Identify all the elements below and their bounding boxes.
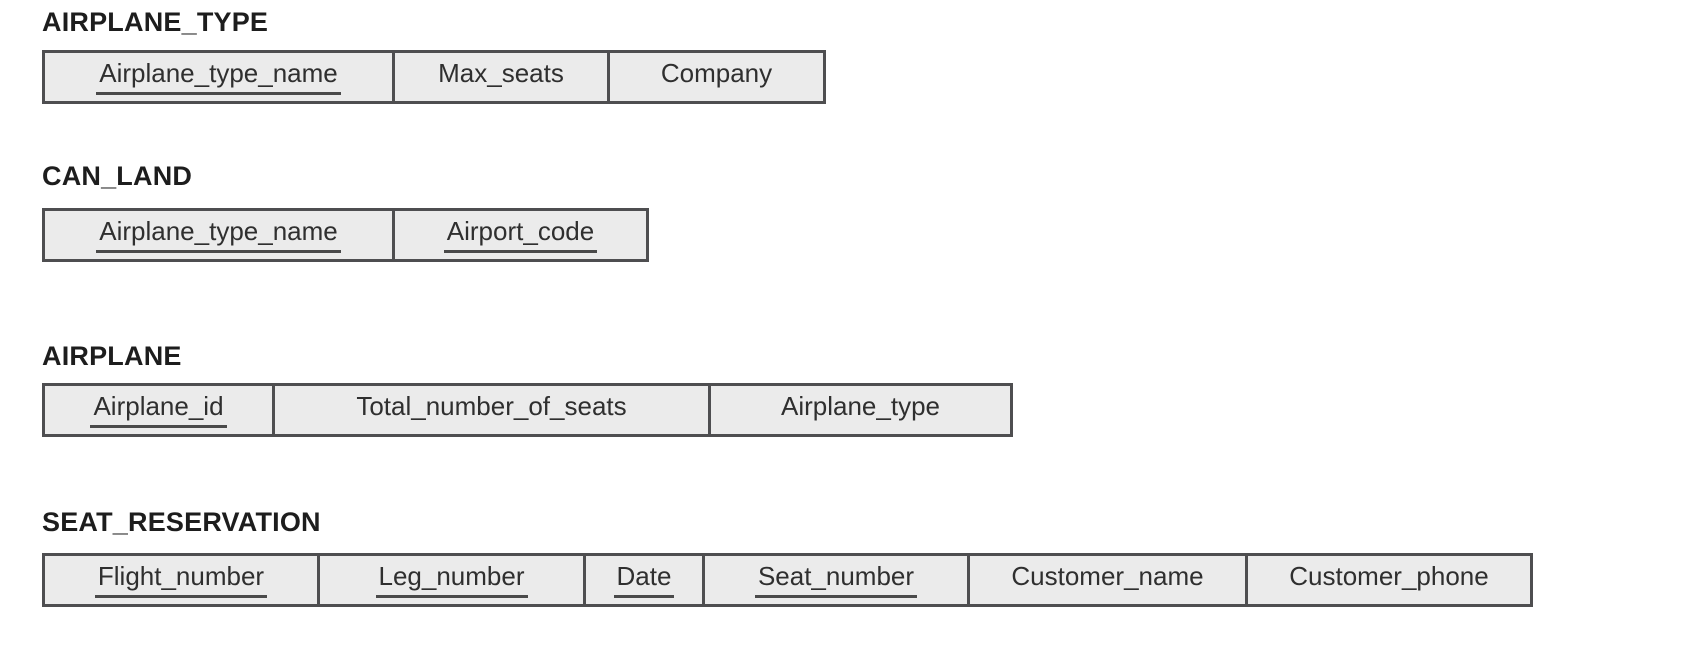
- column-label: Customer_name: [1011, 561, 1204, 591]
- column-label: Customer_phone: [1289, 561, 1489, 591]
- column-cell-customer-phone: Customer_phone: [1248, 556, 1530, 604]
- table-row-airplane-type: Airplane_type_name Max_seats Company: [42, 50, 826, 104]
- column-label: Total_number_of_seats: [356, 391, 627, 421]
- table-row-airplane: Airplane_id Total_number_of_seats Airplane…: [42, 383, 1013, 437]
- table-block-seat-reservation: SEAT_RESERVATION Flight_number Leg_number D…: [42, 506, 1533, 607]
- table-title-airplane-type: AIRPLANE_TYPE: [42, 7, 269, 37]
- column-label: Company: [660, 58, 773, 88]
- table-row-can-land: Airplane_type_name Airport_code: [42, 208, 649, 262]
- column-cell-airplane-id: Airplane_id: [45, 386, 275, 434]
- column-cell-date: Date: [586, 556, 705, 604]
- table-block-can-land: CAN_LAND Airplane_type_name Airport_code: [42, 160, 649, 262]
- column-cell-leg-number: Leg_number: [320, 556, 586, 604]
- column-label: Flight_number: [94, 562, 268, 598]
- table-block-airplane-type: AIRPLANE_TYPE Airplane_type_name Max_seats…: [42, 6, 826, 104]
- column-label: Leg_number: [375, 562, 528, 598]
- column-cell-flight-number: Flight_number: [45, 556, 320, 604]
- column-label: Airplane_type_name: [96, 217, 341, 253]
- table-title-seat-reservation: SEAT_RESERVATION: [42, 507, 321, 537]
- column-cell-airplane-type: Airplane_type: [711, 386, 1010, 434]
- table-title-airplane: AIRPLANE: [42, 341, 182, 371]
- column-cell-seat-number: Seat_number: [705, 556, 970, 604]
- column-label: Seat_number: [754, 562, 918, 598]
- column-label: Airport_code: [443, 217, 598, 253]
- column-cell-company: Company: [610, 53, 823, 101]
- column-cell-total-number-of-seats: Total_number_of_seats: [275, 386, 711, 434]
- column-label: Max_seats: [438, 58, 564, 88]
- table-row-seat-reservation: Flight_number Leg_number Date Seat_number Cu…: [42, 553, 1533, 607]
- column-label: Date: [613, 562, 675, 598]
- column-cell-airplane-type-name: Airplane_type_name: [45, 211, 395, 259]
- column-cell-customer-name: Customer_name: [970, 556, 1248, 604]
- column-label: Airplane_type_name: [96, 59, 341, 95]
- column-label: Airplane_id: [90, 392, 227, 428]
- column-label: Airplane_type: [781, 391, 940, 421]
- table-title-can-land: CAN_LAND: [42, 161, 193, 191]
- column-cell-max-seats: Max_seats: [395, 53, 610, 101]
- table-block-airplane: AIRPLANE Airplane_id Total_number_of_seats…: [42, 340, 1013, 437]
- column-cell-airplane-type-name: Airplane_type_name: [45, 53, 395, 101]
- column-cell-airport-code: Airport_code: [395, 211, 646, 259]
